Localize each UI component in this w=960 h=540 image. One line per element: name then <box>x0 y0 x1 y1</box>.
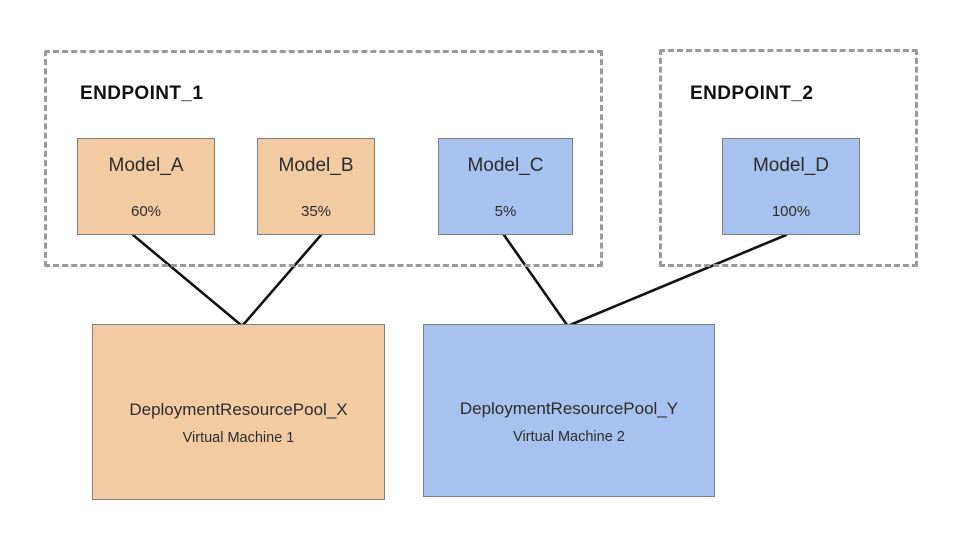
endpoint-1-box <box>44 50 603 267</box>
model-a-traffic-split: 60% <box>130 203 162 220</box>
model-a-box: Model_A 60% <box>77 138 215 235</box>
model-b-box: Model_B 35% <box>257 138 375 235</box>
endpoint-2-label: ENDPOINT_2 <box>690 83 814 104</box>
pool-y-name: DeploymentResourcePool_Y <box>459 398 679 418</box>
pool-y-machine: Virtual Machine 2 <box>513 428 625 445</box>
pool-x-name: DeploymentResourcePool_X <box>129 400 348 419</box>
endpoint-1-label: ENDPOINT_1 <box>80 83 204 104</box>
pool-x-machine: Virtual Machine 1 <box>182 430 295 446</box>
pool-y-box: DeploymentResourcePool_Y Virtual Machine… <box>423 324 715 497</box>
model-d-box: Model_D 100% <box>722 138 860 235</box>
endpoint-2-box <box>659 49 918 267</box>
model-a-name: Model_A <box>108 155 184 176</box>
pool-x-box: DeploymentResourcePool_X Virtual Machine… <box>92 324 385 500</box>
model-c-box: Model_C 5% <box>438 138 573 235</box>
model-c-name: Model_C <box>467 155 544 176</box>
model-b-traffic-split: 35% <box>300 203 332 220</box>
model-c-traffic-split: 5% <box>494 203 517 220</box>
model-d-traffic-split: 100% <box>771 203 811 220</box>
model-b-name: Model_B <box>278 155 354 176</box>
model-d-name: Model_D <box>752 155 830 176</box>
